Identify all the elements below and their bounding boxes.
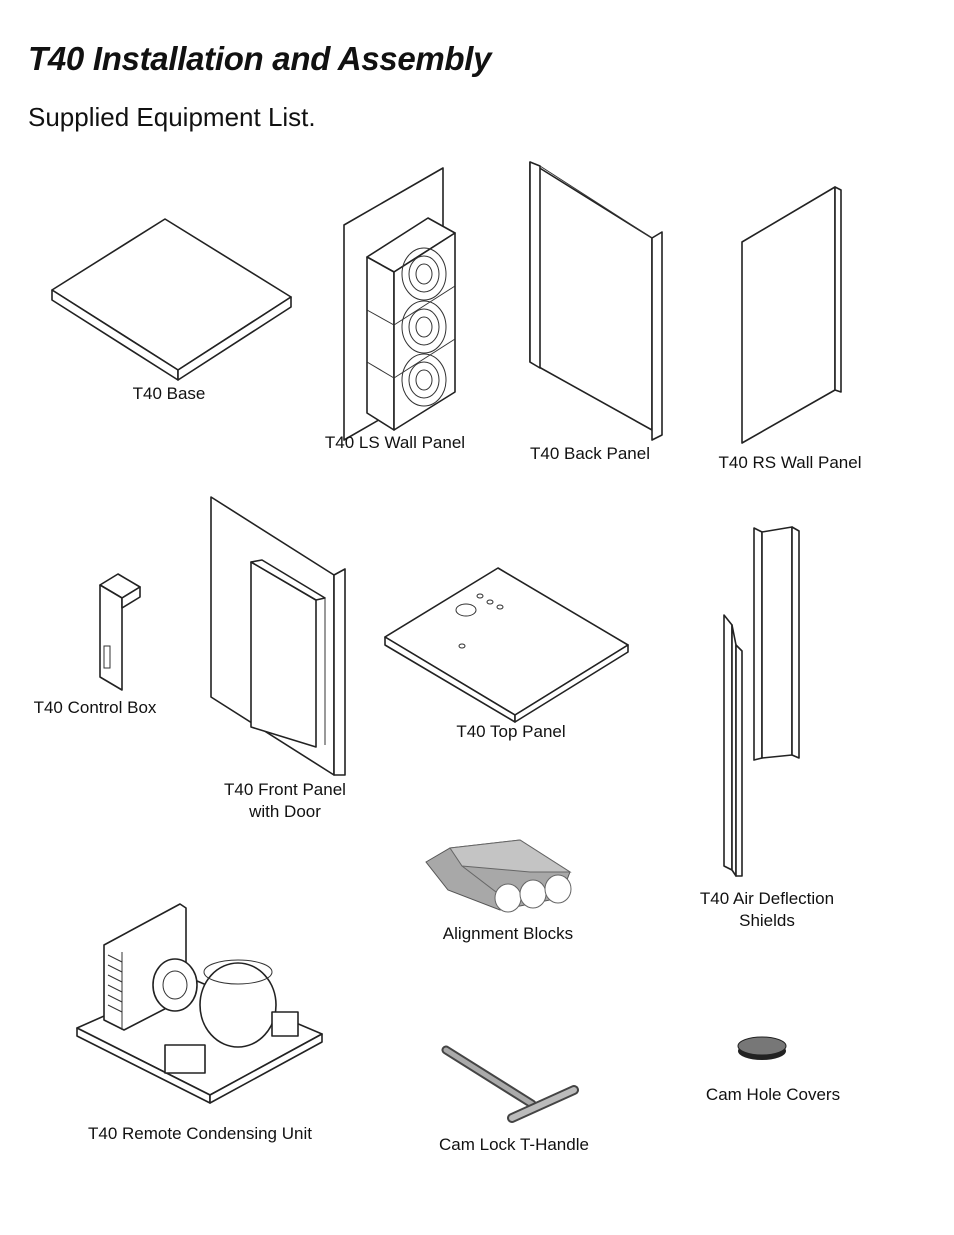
label-top: T40 Top Panel [456,722,566,741]
label-air-shields-line2: Shields [739,911,795,930]
rs-wall-illustration [741,186,842,444]
front-illustration [210,496,346,776]
page-subtitle: Supplied Equipment List. [28,102,316,132]
label-alignment: Alignment Blocks [442,924,574,943]
label-front-line2: with Door [249,802,321,821]
condensing-illustration [76,903,323,1104]
back-illustration [529,161,663,441]
label-cam-covers: Cam Hole Covers [705,1085,841,1104]
cam-covers-illustration [737,1036,787,1060]
top-illustration [384,567,629,723]
label-base: T40 Base [132,384,206,403]
t-handle-illustration [441,1045,579,1123]
base-illustration [51,218,292,381]
label-ls-wall: T40 LS Wall Panel [324,433,466,452]
air-shields-illustration [723,526,800,877]
label-rs-wall: T40 RS Wall Panel [718,453,862,472]
label-front-line1: T40 Front Panel [224,780,346,799]
label-t-handle: Cam Lock T-Handle [439,1135,589,1154]
alignment-illustration [425,839,572,913]
ls-wall-illustration [343,167,456,441]
label-condensing: T40 Remote Condensing Unit [88,1124,312,1143]
label-back: T40 Back Panel [529,444,650,463]
label-air-shields: T40 Air Deflection Shields [690,888,844,932]
page-title: T40 Installation and Assembly [28,40,492,77]
label-control-box: T40 Control Box [33,698,157,717]
label-front: T40 Front Panel with Door [210,779,360,823]
label-air-shields-line1: T40 Air Deflection [699,889,835,908]
control-box-illustration [99,573,141,691]
